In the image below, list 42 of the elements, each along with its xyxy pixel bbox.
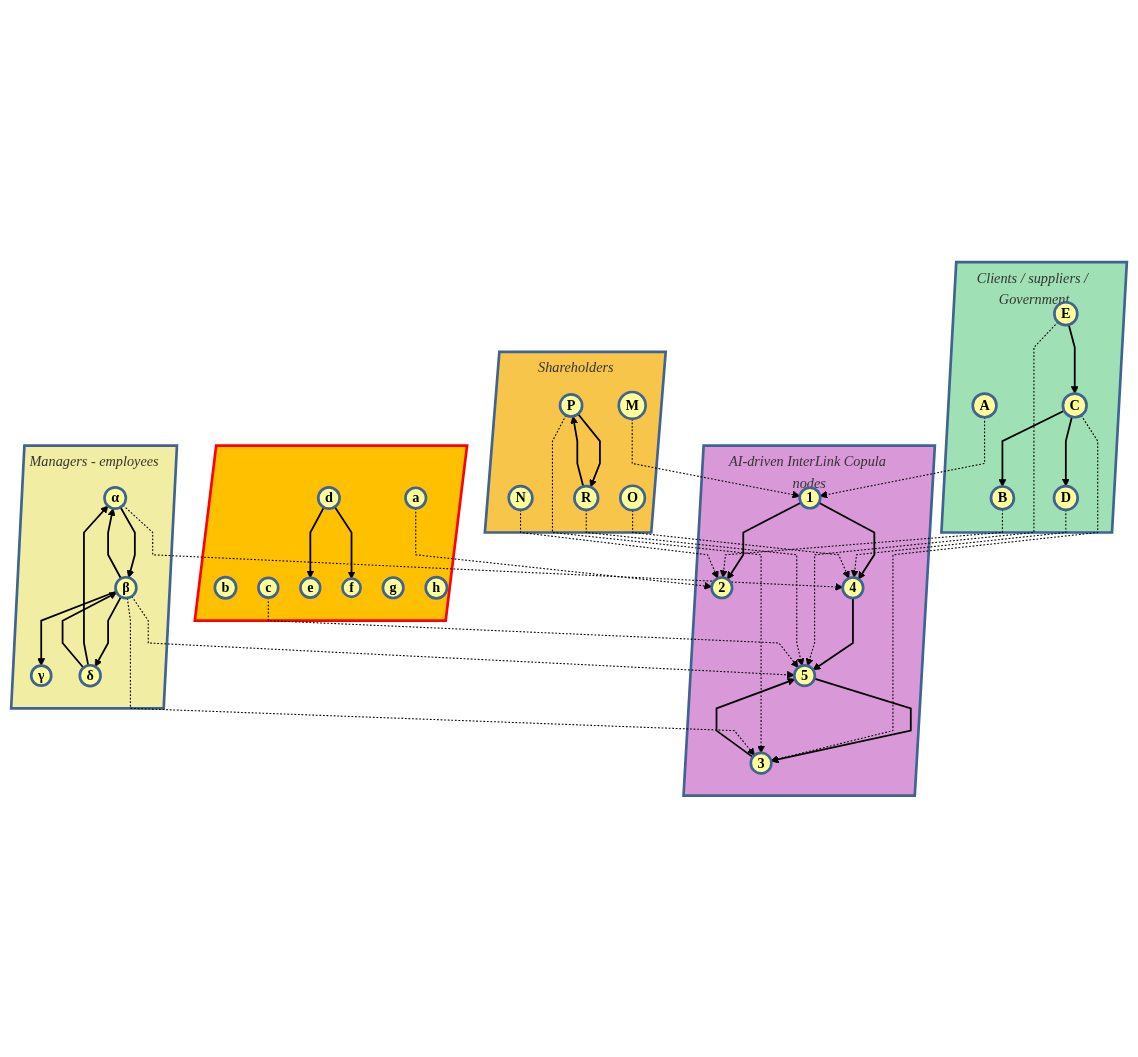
node-circle: d [316,485,341,510]
arrow [998,409,1066,487]
arrow [306,506,325,578]
node-circle: M [617,390,647,420]
node-circle: 5 [793,663,817,687]
node-circle: R [573,484,600,511]
node-circle: α [103,485,128,510]
arrow [715,677,796,758]
node-circle: δ [78,663,102,687]
arrow [577,412,601,487]
node-circle: D [1052,484,1079,511]
node-circle: γ [29,663,53,687]
node-circle: β [114,575,138,600]
node-circle: a [404,485,428,510]
arrow [1067,323,1079,394]
node-circle: h [424,575,449,600]
arrow [333,505,356,579]
arrow [94,595,122,667]
arrow [61,591,117,669]
node-circle: P [558,392,584,418]
node-circle: O [619,483,647,512]
arrow [727,501,802,580]
node-circle: e [299,576,322,599]
arrow [83,505,109,666]
node-circle: N [507,484,534,511]
node-circle: A [971,391,998,419]
node-circle: f [341,576,362,598]
cluster [193,443,469,622]
arrow [119,505,136,578]
arrow [37,590,118,666]
node-circle: C [1061,391,1088,419]
node-circle: 4 [841,575,865,599]
node-circle: b [213,575,238,600]
node-circle: 3 [749,751,773,775]
arrow [570,415,585,487]
node-circle: c [257,576,280,599]
node-circle: 2 [710,575,734,599]
arrow [818,501,876,580]
node-circle: g [381,575,405,599]
arrow [551,414,765,753]
node-circle: B [989,484,1016,511]
arrow [107,507,122,579]
